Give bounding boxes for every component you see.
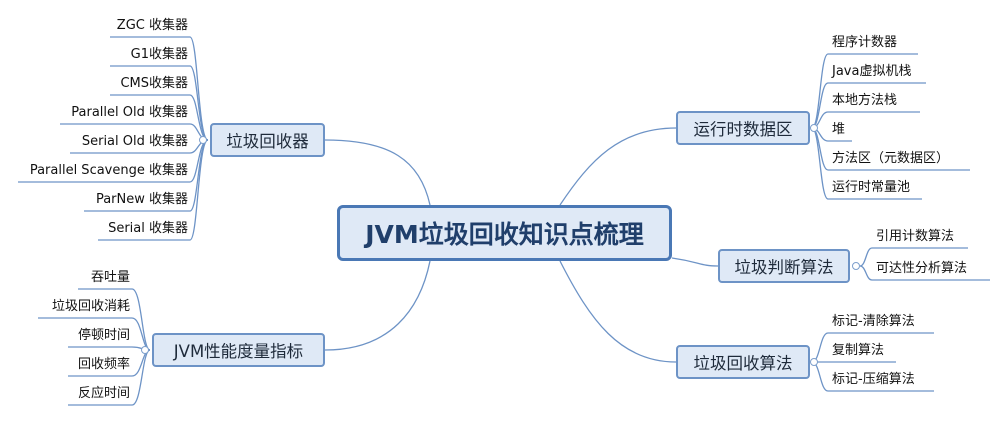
root-topic[interactable]: JVM垃圾回收知识点梳理: [337, 205, 672, 261]
leaf-gc-6[interactable]: Parallel Scavenge 收集器: [29, 163, 188, 178]
leaf-judge-2[interactable]: 可达性分析算法: [876, 261, 968, 276]
leaf-algo-1[interactable]: 标记-清除算法: [832, 314, 915, 329]
leaf-metric-4[interactable]: 回收频率: [77, 357, 130, 372]
leaf-metric-1[interactable]: 吞吐量: [90, 270, 130, 285]
branch-runtime-data-areas[interactable]: 运行时数据区: [676, 111, 810, 145]
leaf-runtime-4[interactable]: 堆: [832, 122, 846, 137]
leaf-runtime-3[interactable]: 本地方法栈: [832, 93, 898, 108]
leaf-runtime-1[interactable]: 程序计数器: [832, 35, 898, 50]
leaf-metric-5[interactable]: 反应时间: [77, 386, 130, 401]
collapse-toggle-icon[interactable]: [810, 124, 818, 132]
leaf-algo-2[interactable]: 复制算法: [832, 343, 885, 358]
leaf-gc-2[interactable]: G1收集器: [130, 47, 188, 62]
collapse-toggle-icon[interactable]: [810, 358, 818, 366]
branch-gc-algorithms[interactable]: 垃圾回收算法: [676, 345, 810, 379]
leaf-gc-5[interactable]: Serial Old 收集器: [81, 134, 188, 149]
branch-gc-collectors[interactable]: 垃圾回收器: [210, 123, 325, 157]
leaf-runtime-6[interactable]: 运行时常量池: [832, 180, 911, 195]
leaf-algo-3[interactable]: 标记-压缩算法: [832, 372, 915, 387]
leaf-gc-1[interactable]: ZGC 收集器: [116, 18, 188, 33]
collapse-toggle-icon[interactable]: [852, 262, 860, 270]
leaf-gc-3[interactable]: CMS收集器: [120, 76, 188, 91]
collapse-toggle-icon[interactable]: [141, 346, 149, 354]
leaf-judge-1[interactable]: 引用计数算法: [876, 229, 955, 244]
leaf-gc-4[interactable]: Parallel Old 收集器: [71, 105, 188, 120]
leaf-metric-3[interactable]: 停顿时间: [77, 328, 130, 343]
branch-performance-metrics[interactable]: JVM性能度量指标: [152, 333, 325, 367]
leaf-gc-7[interactable]: ParNew 收集器: [95, 192, 188, 207]
leaf-gc-8[interactable]: Serial 收集器: [108, 221, 188, 236]
leaf-runtime-5[interactable]: 方法区（元数据区）: [832, 151, 950, 166]
leaf-metric-2[interactable]: 垃圾回收消耗: [51, 299, 130, 314]
collapse-toggle-icon[interactable]: [199, 136, 207, 144]
leaf-runtime-2[interactable]: Java虚拟机栈: [832, 64, 912, 79]
branch-garbage-detection[interactable]: 垃圾判断算法: [718, 249, 850, 283]
